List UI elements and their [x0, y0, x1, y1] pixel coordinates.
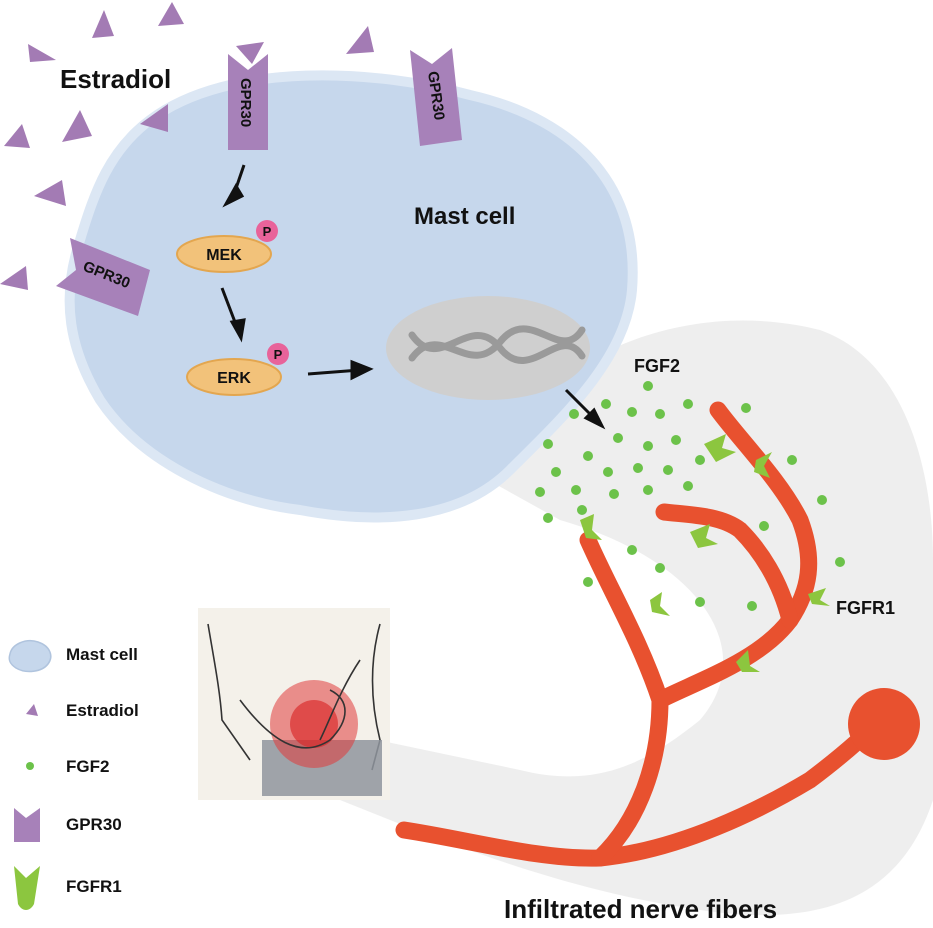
estradiol-icon — [26, 704, 38, 716]
legend-label: Mast cell — [66, 645, 138, 664]
legend-label: FGF2 — [66, 757, 109, 776]
estradiol-icon — [4, 124, 30, 148]
svg-text:P: P — [274, 347, 283, 362]
patient-illustration — [198, 608, 390, 800]
svg-text:MEK: MEK — [206, 247, 242, 264]
fgfr1-icon — [14, 866, 40, 910]
legend-label: FGFR1 — [66, 877, 122, 896]
svg-text:P: P — [263, 224, 272, 239]
gpr30-receptor-top: GPR30 — [228, 54, 268, 150]
estradiol-icon — [236, 42, 264, 64]
estradiol-icon — [0, 266, 28, 290]
mast-cell — [64, 70, 638, 523]
fgfr1-receptors — [580, 434, 830, 672]
svg-text:GPR30: GPR30 — [424, 70, 448, 121]
mast-cell-icon — [8, 640, 52, 673]
fgf2-molecules — [535, 381, 845, 611]
mast-cell-label: Mast cell — [414, 203, 515, 230]
gpr30-receptor-left: GPR30 — [56, 238, 150, 316]
legend-label: Estradiol — [66, 701, 139, 720]
gpr30-receptor-right: GPR30 — [410, 48, 462, 146]
estradiol-icon — [28, 44, 56, 62]
estradiol-icon — [92, 10, 114, 38]
fgf2-icon — [26, 762, 34, 770]
nerve-cell-body — [848, 688, 920, 760]
estradiol-icon — [62, 110, 92, 142]
gpr30-icon — [14, 808, 40, 842]
erk-kinase: ERK P — [186, 343, 289, 396]
dna-strand-icon — [408, 331, 586, 364]
fgf2-label: FGF2 — [634, 356, 680, 376]
phospho-badge — [267, 343, 289, 365]
nerve-fibers-label: Infiltrated nerve fibers — [504, 894, 777, 924]
estradiol-icon — [140, 104, 168, 132]
estradiol-molecules — [0, 2, 374, 290]
estradiol-icon — [346, 26, 374, 54]
mek-kinase: MEK P — [176, 220, 278, 273]
estradiol-icon — [158, 2, 184, 26]
estradiol-icon — [34, 180, 66, 206]
fgfr1-label: FGFR1 — [836, 598, 895, 618]
legend-label: GPR30 — [66, 815, 122, 834]
svg-text:ERK: ERK — [217, 370, 251, 387]
svg-text:GPR30: GPR30 — [237, 78, 254, 127]
phospho-badge — [256, 220, 278, 242]
nucleus — [386, 296, 590, 400]
estradiol-label: Estradiol — [60, 64, 171, 94]
pathway-arrows — [220, 164, 606, 430]
legend: Mast cell Estradiol FGF2 GPR30 FGFR1 — [8, 640, 139, 910]
